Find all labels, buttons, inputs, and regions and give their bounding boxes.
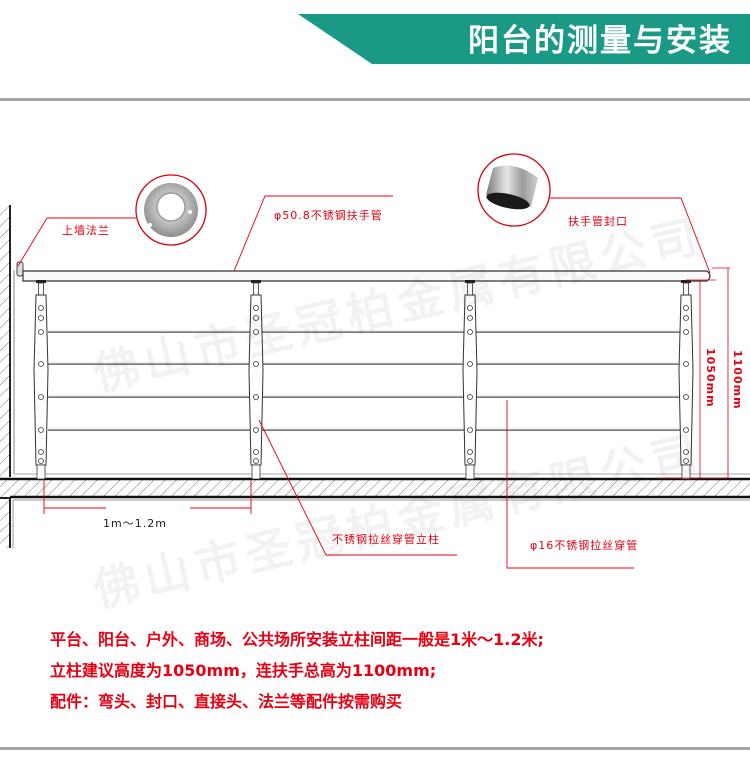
- callout-handrail-end-cap: 扶手管封口: [568, 215, 628, 228]
- callout-wall-flange: 上墙法兰: [62, 224, 110, 237]
- banner-shape: [298, 14, 750, 64]
- header-banner: 阳台的测量与安装: [0, 0, 750, 100]
- callout-post: 不锈钢拉丝穿管立柱: [332, 533, 440, 546]
- page-title: 阳台的测量与安装: [468, 23, 732, 59]
- callout-cross-tube: φ16不锈钢拉丝穿管: [530, 539, 639, 552]
- callout-handrail-tube: φ50.8不锈钢扶手管: [274, 209, 383, 222]
- railing-diagram: 佛山市圣冠柏金属有限公司 佛山市圣冠柏金属有限公司 上墙法兰 φ50.8不锈钢扶…: [0, 153, 750, 617]
- railing-drawing: [0, 153, 750, 569]
- bottom-divider: [0, 747, 750, 750]
- top-divider: [0, 98, 750, 101]
- dimension-total-height: 1100mm: [731, 350, 744, 410]
- note-line: 立柱建议高度为1050mm，连扶手总高为1100mm;: [50, 661, 437, 680]
- note-line: 平台、阳台、户外、商场、公共场所安装立柱间距一般是1米～1.2米;: [50, 630, 544, 649]
- dimension-post-height: 1050mm: [704, 348, 717, 408]
- note-line: 配件：弯头、封口、直接头、法兰等配件按需购买: [50, 692, 403, 711]
- installation-notes: 平台、阳台、户外、商场、公共场所安装立柱间距一般是1米～1.2米; 立柱建议高度…: [50, 624, 544, 717]
- dimension-post-spacing: 1m～1.2m: [103, 517, 167, 530]
